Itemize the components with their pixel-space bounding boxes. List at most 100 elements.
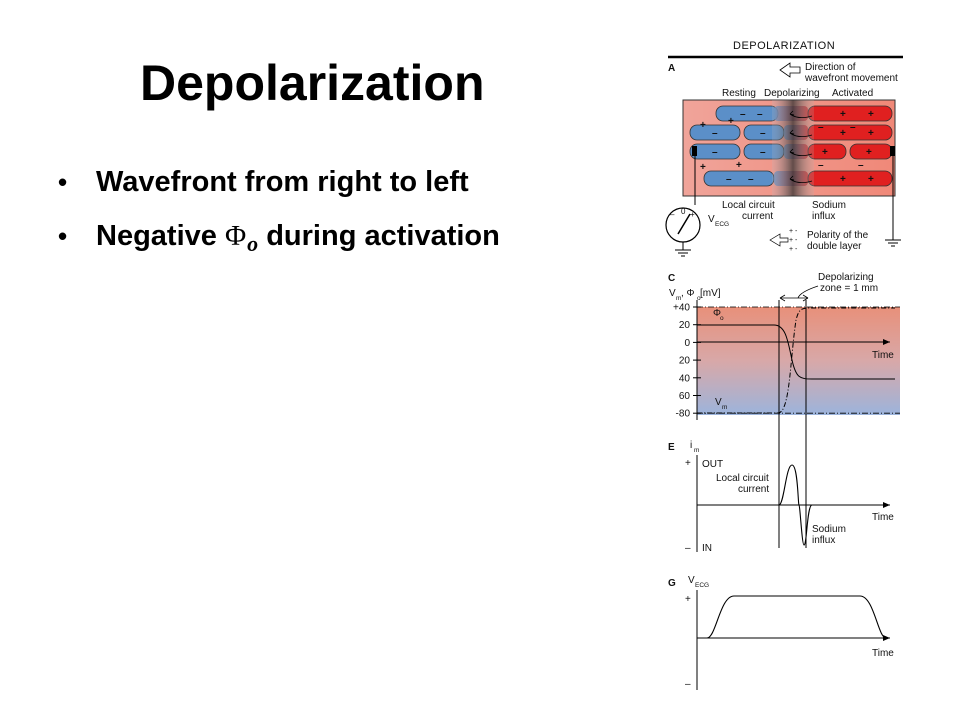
bullet-wavefront: • Wavefront from right to left (58, 168, 500, 222)
bullet-prefix: Negative (96, 220, 225, 252)
zone-depolarizing-label: Depolarizing (764, 88, 820, 99)
svg-text:–: – (757, 109, 763, 120)
polarity-signs-icon: + - (789, 228, 798, 235)
local-current-line2: current (742, 211, 773, 222)
resting-cell (689, 124, 741, 141)
resting-cell (689, 143, 741, 160)
bullet-dot-icon: • (58, 167, 68, 197)
svg-text:–: – (726, 174, 732, 185)
panel-e: E i m + OUT – IN Time Local circuit curr… (668, 440, 894, 554)
bullet-wavefront-text: Wavefront from right to left (96, 166, 469, 198)
c-y-tick-label: 60 (679, 391, 691, 402)
c-plot-background (697, 307, 900, 415)
meter-plus: + (690, 210, 695, 219)
c-vm-label: V (715, 397, 722, 408)
circuit-arrows-icon (789, 110, 813, 183)
g-plus: + (685, 594, 691, 605)
g-minus: – (685, 679, 691, 690)
ground-right-icon (885, 239, 901, 247)
e-time-label: Time (872, 512, 894, 523)
e-sodium-line1: Sodium (812, 524, 846, 535)
activated-cell (807, 170, 893, 187)
c-vm-sub: m (722, 404, 727, 411)
polarity-line2: double layer (807, 241, 862, 252)
c-phi-sub: o (720, 315, 724, 322)
svg-text:–: – (818, 160, 824, 171)
c-ylabel-rest: , Φ (681, 288, 695, 299)
direction-line2: wavefront movement (804, 73, 898, 84)
g-ecg-curve (697, 595, 890, 639)
panel-a: A Direction of wavefront movement Restin… (665, 62, 901, 257)
local-current-line1: Local circuit (722, 200, 775, 211)
panel-a-letter: A (668, 63, 675, 74)
phi-subscript: o (247, 231, 259, 256)
svg-text:+: + (840, 128, 846, 139)
panel-c: C V m , Φ o [mV] Depolarizing zone = 1 m… (668, 272, 900, 420)
c-y-tick-label: 0 (684, 338, 690, 349)
c-ylabel-m: m (676, 295, 681, 302)
zone-activated-label: Activated (832, 88, 873, 99)
svg-text:+: + (868, 109, 874, 120)
panel-c-letter: C (668, 273, 675, 284)
e-ylabel-sub: m (694, 447, 699, 454)
polarity-arrow-icon (769, 233, 789, 247)
direction-arrow-icon (779, 62, 801, 78)
svg-text:+: + (840, 174, 846, 185)
svg-text:+: + (868, 128, 874, 139)
charge-markers: –– ++ –– ++ –– ++ –– ++ ++ ++ –– –– (700, 109, 874, 185)
g-time-label: Time (872, 648, 894, 659)
svg-text:+: + (840, 109, 846, 120)
svg-text:+: + (866, 147, 872, 158)
e-sodium-line2: influx (812, 535, 835, 546)
c-y-tick-label: 20 (679, 356, 691, 367)
e-in: IN (702, 543, 712, 554)
zone-pointer-icon (797, 285, 819, 299)
svg-text:–: – (712, 147, 718, 158)
e-local-line2: current (738, 484, 769, 495)
e-out: OUT (702, 459, 723, 470)
c-ylabel-o: o (697, 295, 701, 302)
c-time-label: Time (872, 350, 894, 361)
e-current-curve (697, 464, 890, 546)
svg-text:+: + (700, 120, 706, 131)
e-minus: – (685, 543, 691, 554)
polarity-signs-icon: + - (789, 237, 798, 244)
panel-g: G V ECG + – Time (668, 575, 894, 690)
zone-width-arrow-icon (779, 294, 809, 302)
voltmeter-needle-icon (677, 213, 691, 235)
c-time-arrow-icon (883, 339, 890, 345)
vecg-label-sub: ECG (715, 221, 729, 228)
c-y-tick-label: +40 (673, 303, 690, 314)
c-y-tick-label: 40 (679, 373, 691, 384)
e-plus: + (685, 458, 691, 469)
bullet-list: • Wavefront from right to left • Negativ… (58, 168, 500, 276)
c-ylabel-unit: [mV] (700, 288, 721, 299)
svg-text:–: – (760, 128, 766, 139)
svg-text:–: – (760, 147, 766, 158)
direction-line1: Direction of (805, 62, 856, 73)
svg-text:–: – (858, 160, 864, 171)
c-y-tick-label: 20 (679, 320, 691, 331)
zone-resting-label: Resting (722, 88, 756, 99)
polarity-signs-icon: + - (789, 246, 798, 253)
resting-cell (703, 170, 775, 187)
svg-text:–: – (818, 122, 824, 133)
svg-text:–: – (748, 174, 754, 185)
electrode-right-icon (890, 146, 895, 156)
c-phi-label: Φ (713, 308, 721, 319)
phi-symbol: Φ (224, 220, 247, 252)
g-ylabel-sub: ECG (695, 582, 709, 589)
panel-e-letter: E (668, 442, 675, 453)
c-vm-curve (697, 307, 895, 414)
sodium-line2: influx (812, 211, 835, 222)
meter-zero: 0 (681, 207, 686, 216)
diagram-header: DEPOLARIZATION (733, 40, 835, 52)
sodium-line1: Sodium (812, 200, 846, 211)
zone-label-line2: zone = 1 mm (820, 283, 878, 294)
svg-text:+: + (700, 162, 706, 173)
svg-text:–: – (740, 109, 746, 120)
vecg-label-main: V (708, 214, 715, 225)
e-ylabel-main: i (690, 440, 692, 451)
svg-text:+: + (868, 174, 874, 185)
